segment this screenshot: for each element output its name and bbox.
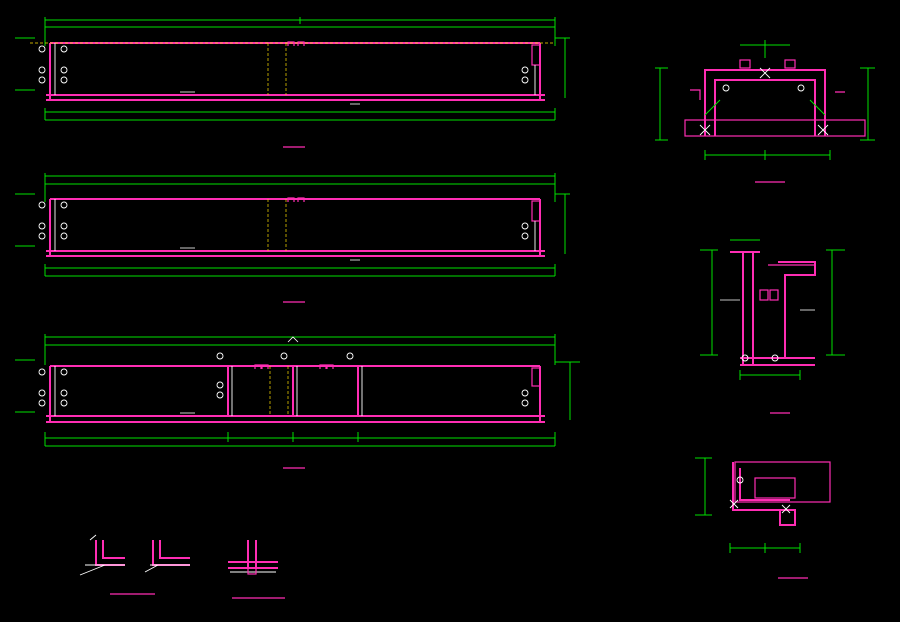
detail-bottom-left-2 bbox=[228, 540, 285, 599]
section-elevation-2 bbox=[15, 173, 570, 303]
section-elevation-3 bbox=[15, 334, 580, 469]
detail-bottom-left-1 bbox=[79, 534, 190, 595]
section-elevation-1 bbox=[15, 17, 570, 148]
detail-mid-right bbox=[700, 239, 845, 414]
detail-top-right bbox=[655, 40, 875, 183]
detail-bottom-right bbox=[695, 457, 831, 579]
